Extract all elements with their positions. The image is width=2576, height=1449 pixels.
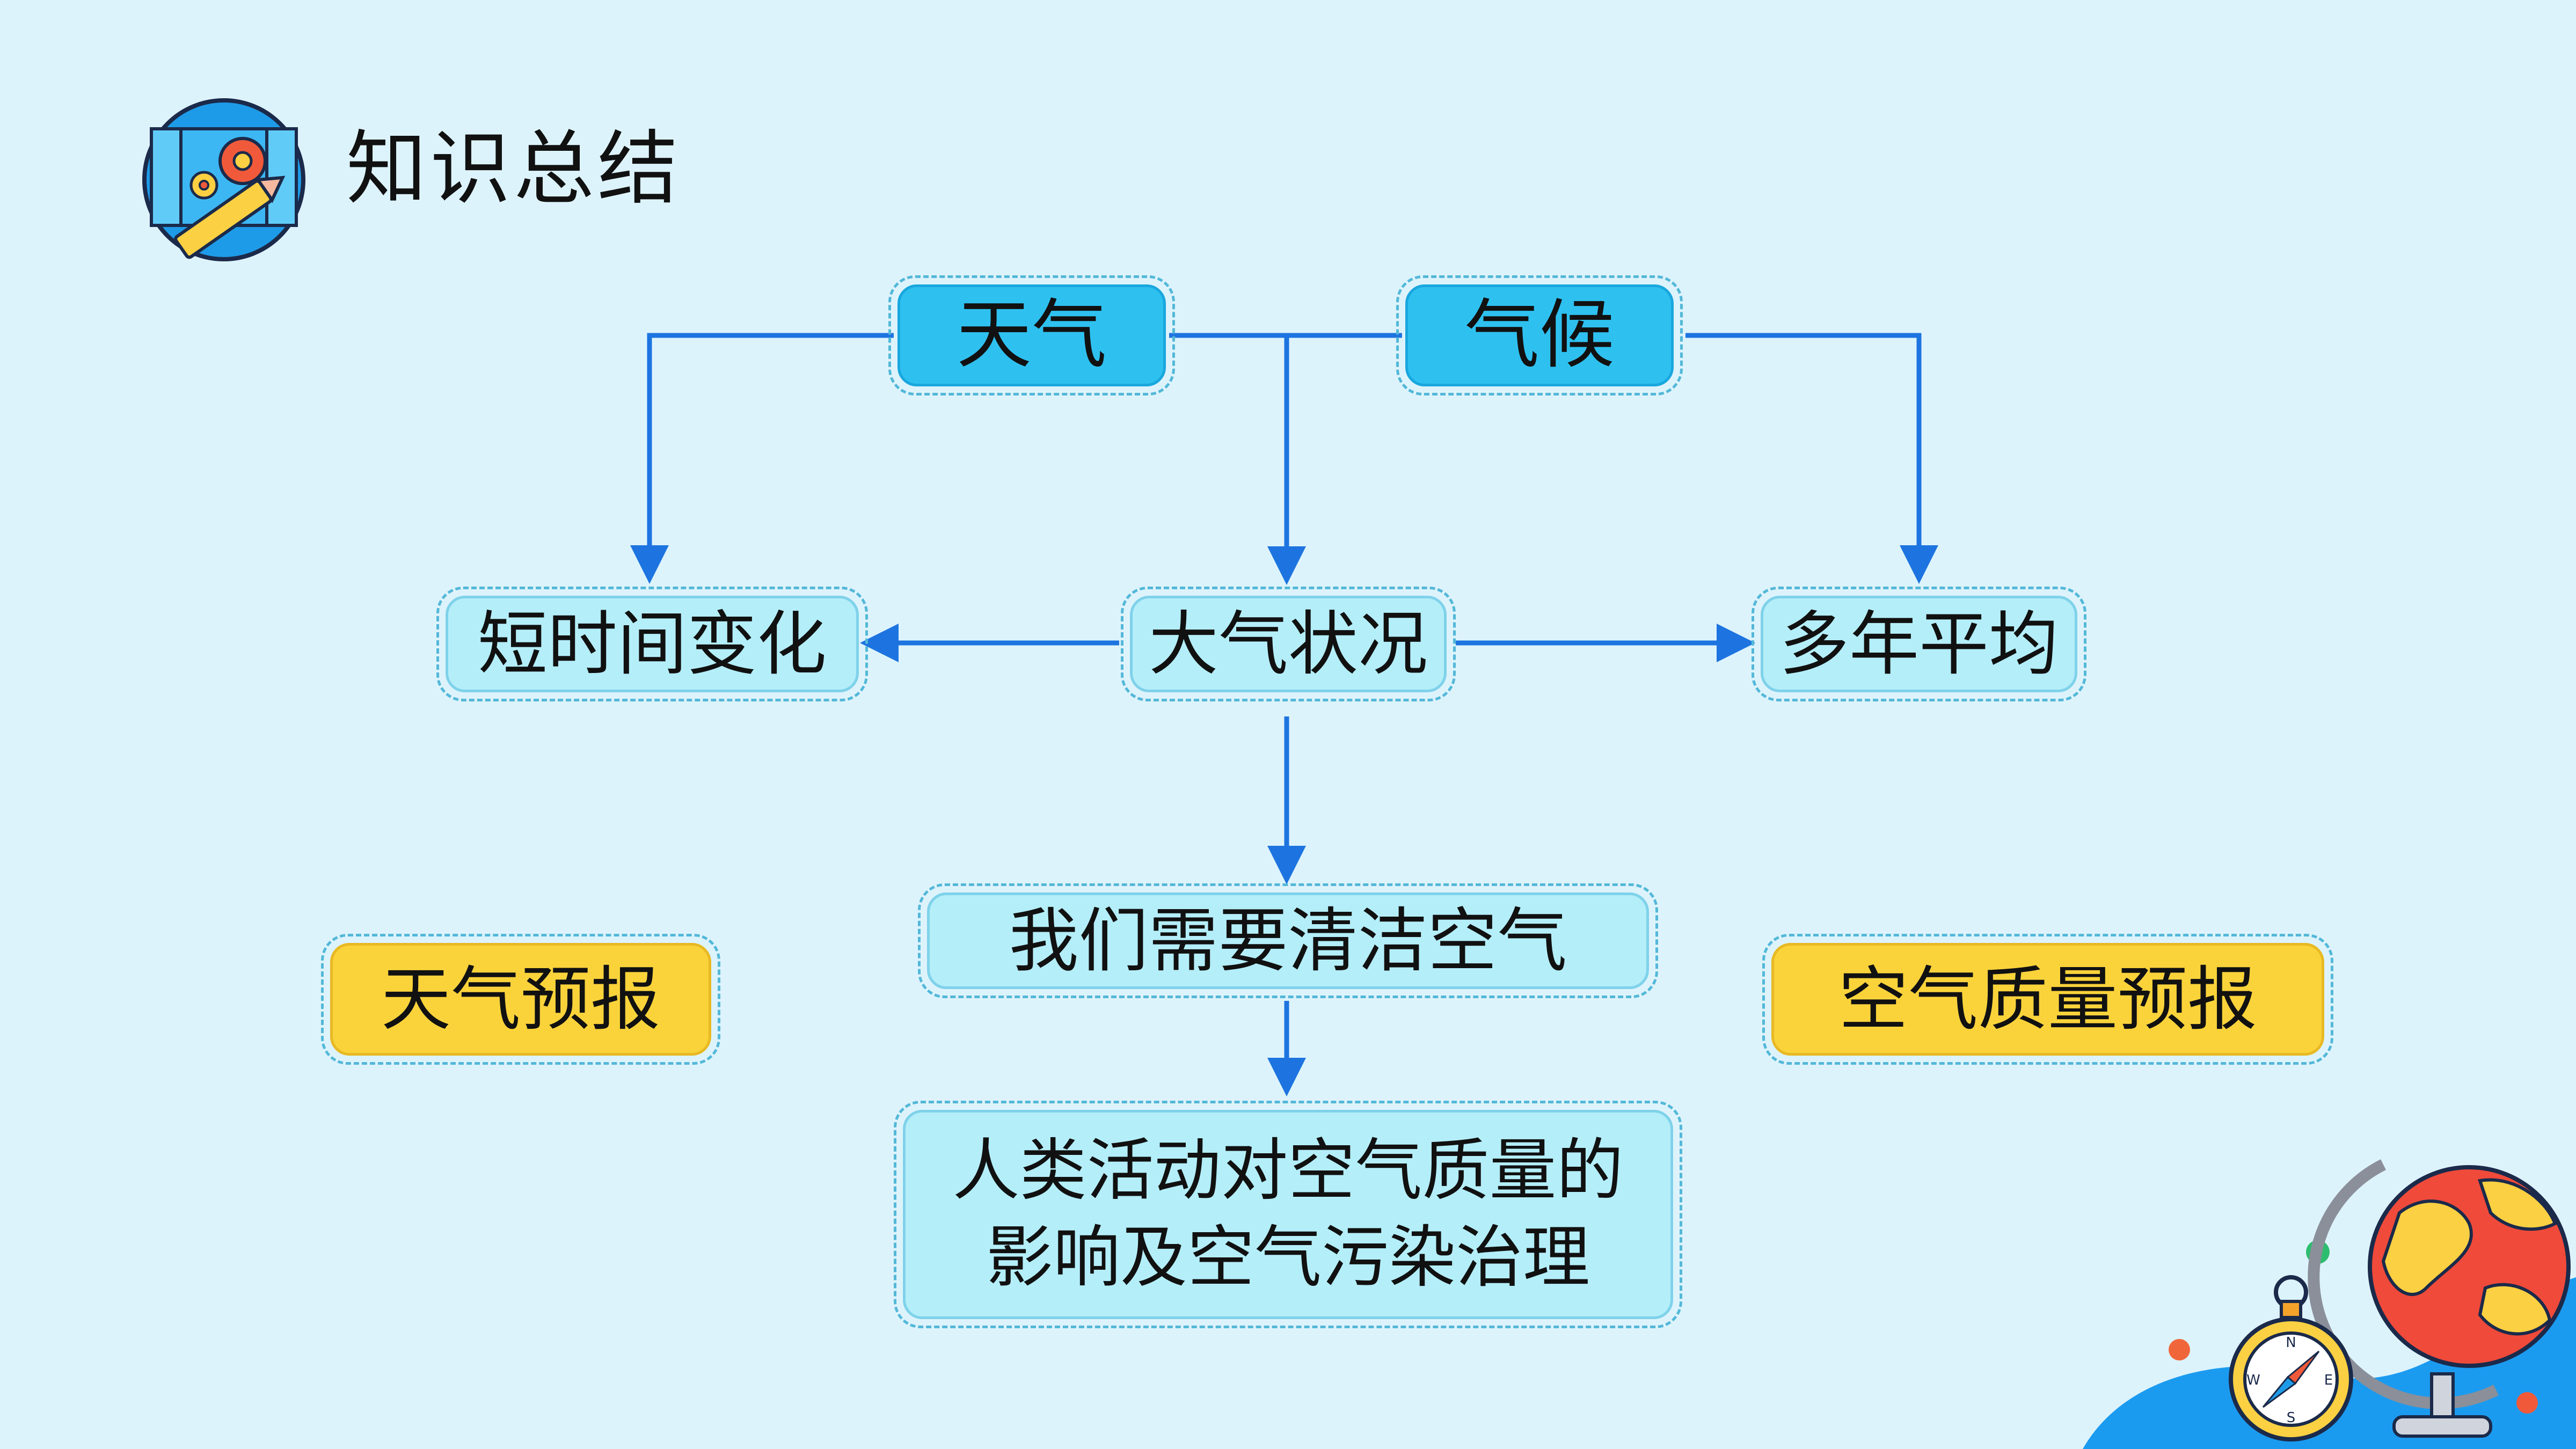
header-icon: [141, 97, 307, 263]
node-weather: 天气: [888, 275, 1175, 396]
globe-icon: [2308, 1159, 2571, 1438]
node-weather-forecast: 天气预报: [321, 934, 720, 1065]
node-air-quality-forecast: 空气质量预报: [1762, 934, 2333, 1065]
dot-orange: [2169, 1339, 2190, 1360]
gear-pencil-icon: [142, 98, 305, 261]
compass-label-e: E: [2324, 1372, 2333, 1388]
compass-label-w: W: [2246, 1372, 2260, 1388]
node-climate: 气候: [1396, 275, 1683, 396]
compass-label-n: N: [2286, 1335, 2296, 1351]
arrow-weather-to-short-change: [630, 333, 894, 584]
arrow-climate-to-multi-year: [1685, 333, 1938, 584]
page-title: 知识总结: [346, 122, 682, 216]
node-human-impact: 人类活动对空气质量的 影响及空气污染治理: [894, 1101, 1682, 1328]
compass-icon: N S E W: [2229, 1275, 2353, 1441]
dot-red: [2516, 1392, 2538, 1414]
node-short-change: 短时间变化: [436, 587, 868, 701]
compass-label-s: S: [2287, 1410, 2296, 1426]
